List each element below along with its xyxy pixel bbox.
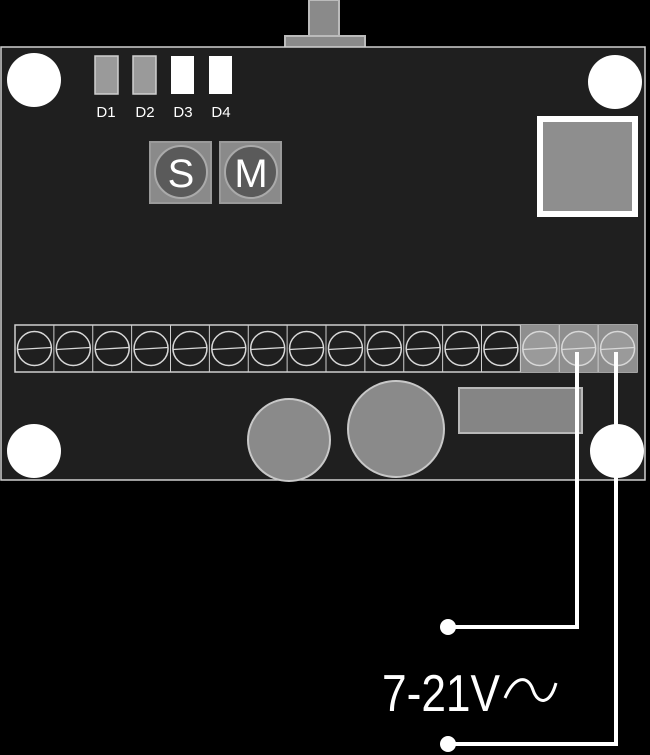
mounting-hole-top-left xyxy=(7,53,61,107)
led-group: D1 D2 D3 D4 xyxy=(94,55,232,121)
button-s-label: S xyxy=(168,152,195,196)
terminal-screw xyxy=(172,330,208,367)
button-s[interactable]: S xyxy=(149,141,212,204)
led-label-d3: D3 xyxy=(173,104,192,121)
terminal-screw xyxy=(133,330,169,367)
terminal-screw xyxy=(211,330,247,367)
terminal-screw xyxy=(444,330,480,367)
terminal-screw-slot xyxy=(134,346,169,351)
relay-component xyxy=(537,116,638,217)
terminal-screw xyxy=(94,330,130,367)
terminal-screw xyxy=(483,330,519,367)
terminal-screw-slot xyxy=(17,346,52,351)
terminal-screw-slot xyxy=(328,346,363,351)
wire-1 xyxy=(447,352,579,629)
terminal-screw-slot xyxy=(600,346,635,351)
capacitor-small xyxy=(247,398,331,482)
led-label-d4: D4 xyxy=(211,104,230,121)
top-switch xyxy=(284,0,366,55)
terminal-screw xyxy=(16,330,53,367)
terminal-screw-slot xyxy=(250,346,285,351)
terminal-screw-slot xyxy=(561,346,596,351)
led-d1 xyxy=(94,55,119,95)
capacitor-large xyxy=(347,380,445,478)
terminal-screw-slot xyxy=(172,346,207,351)
terminal-screw xyxy=(366,330,403,367)
terminal-block xyxy=(14,324,638,373)
terminal-screw xyxy=(55,330,92,367)
terminal-screw-slot xyxy=(367,346,402,351)
wire-2 xyxy=(447,352,618,746)
terminal-screw-slot xyxy=(406,346,441,351)
terminal-screw-slot xyxy=(445,346,480,351)
power-wires xyxy=(440,352,618,752)
wire-2-terminal-dot xyxy=(440,736,456,752)
terminal-screw xyxy=(405,330,441,367)
fuse-component xyxy=(458,387,583,434)
terminal-screw xyxy=(249,330,286,367)
terminal-screw-slot xyxy=(483,346,518,351)
terminal-screw-slot xyxy=(211,346,246,351)
voltage-label: 7-21V xyxy=(382,665,500,723)
terminal-screw xyxy=(288,330,325,367)
terminal-screw-slot xyxy=(522,346,557,351)
led-d3 xyxy=(171,56,194,94)
led-d4 xyxy=(209,56,232,94)
led-label-d2: D2 xyxy=(135,104,154,121)
terminal-screw-slot xyxy=(289,346,324,351)
led-label-d1: D1 xyxy=(96,104,115,121)
terminal-screw-slot xyxy=(56,346,91,351)
mounting-hole-top-right xyxy=(588,55,642,109)
terminal-screw xyxy=(327,330,364,367)
ac-symbol xyxy=(503,678,558,702)
button-m-label: M xyxy=(234,152,267,196)
mounting-hole-bottom-left xyxy=(7,424,61,478)
wire-1-terminal-dot xyxy=(440,619,456,635)
led-d2 xyxy=(132,55,157,95)
button-m[interactable]: M xyxy=(219,141,282,204)
terminal-screw-slot xyxy=(95,346,130,351)
